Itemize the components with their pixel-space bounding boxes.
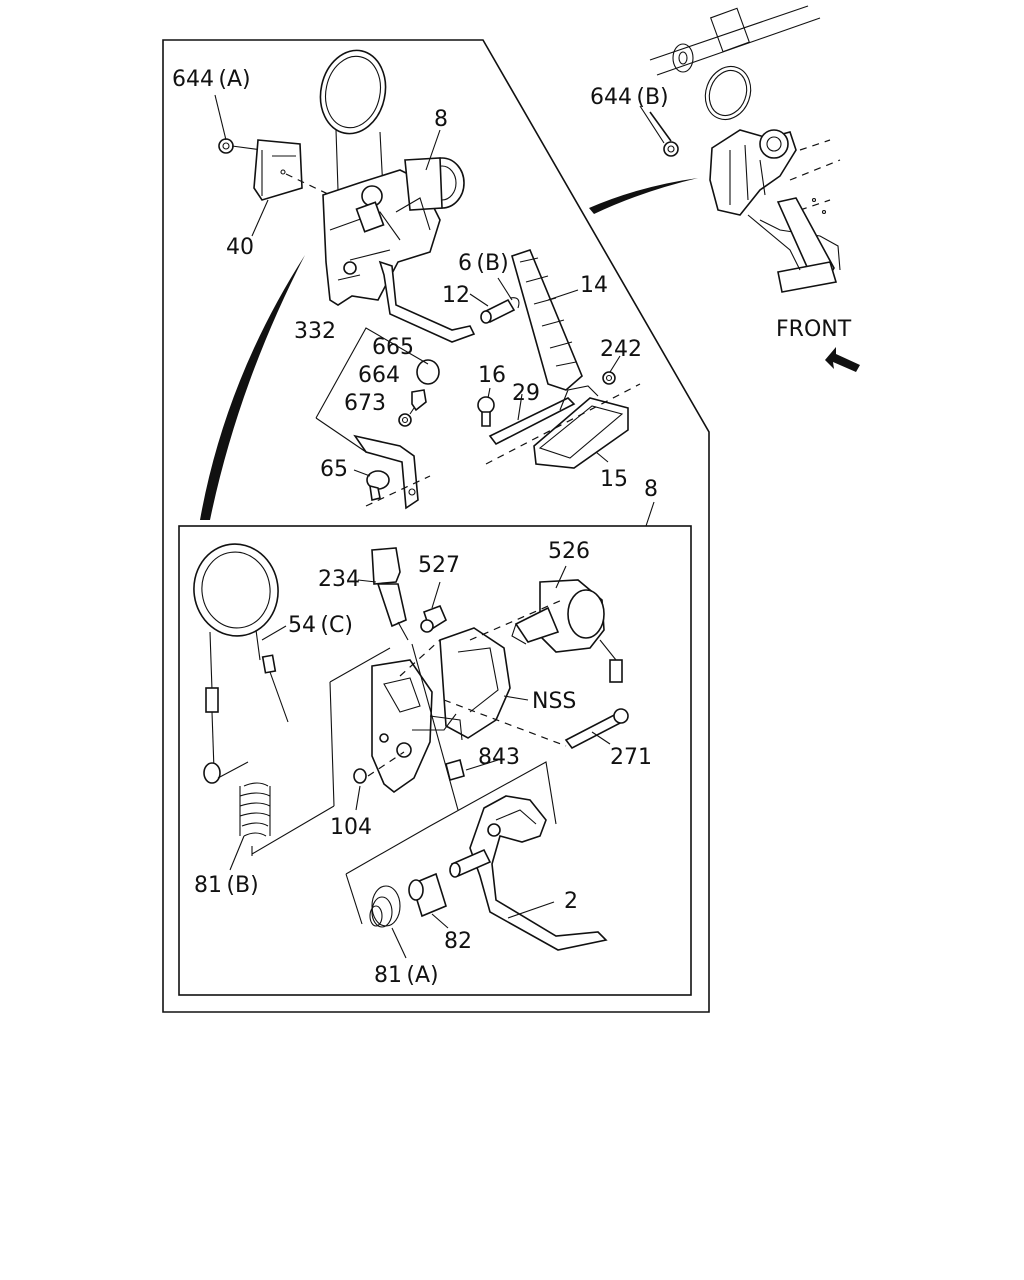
callout-644a: 644 (A) [172,67,251,92]
callout-8-top: 8 [434,107,448,132]
leader-lines [214,94,665,959]
callout-14: 14 [580,273,608,298]
callout-2: 2 [564,889,578,914]
callout-332: 332 [294,319,336,344]
callout-82: 82 [444,929,472,954]
callout-271: 271 [610,745,652,770]
callout-nss: NSS [532,689,576,714]
pedal-base [533,397,629,469]
detail-frame [178,525,692,996]
callout-664: 664 [358,363,400,388]
pedal-assembly-main [218,49,641,510]
callout-665: 665 [372,335,414,360]
callout-104: 104 [330,815,372,840]
front-arrow-icon [825,347,860,372]
callout-527: 527 [418,553,460,578]
accelerator-pedal-pad [511,249,583,391]
callout-81a: 81 (A) [374,963,439,988]
sweep-arrow-top [589,178,698,214]
callout-6b: 6 (B) [458,251,509,276]
callout-234: 234 [318,567,360,592]
sweep-arrow-left [200,255,305,520]
callout-54c: 54 (C) [288,613,353,638]
callout-15: 15 [600,467,628,492]
stopper-bracket [353,434,419,510]
callout-40: 40 [226,235,254,260]
label-front: FRONT [776,317,852,342]
callout-12: 12 [442,283,470,308]
callout-673: 673 [344,391,386,416]
callout-16: 16 [478,363,506,388]
callout-81b: 81 (B) [194,873,259,898]
main-frame [162,39,710,1013]
callout-843: 843 [478,745,520,770]
cable-loop-small [704,65,752,121]
vehicle-context-view [589,5,841,293]
callout-8-detail: 8 [644,477,658,502]
return-spring-b [239,782,271,837]
callout-242: 242 [600,337,642,362]
callout-644b: 644 (B) [590,85,669,110]
callout-65: 65 [320,457,348,482]
callout-29: 29 [512,381,540,406]
callout-526: 526 [548,539,590,564]
detail-assembly [193,543,629,951]
